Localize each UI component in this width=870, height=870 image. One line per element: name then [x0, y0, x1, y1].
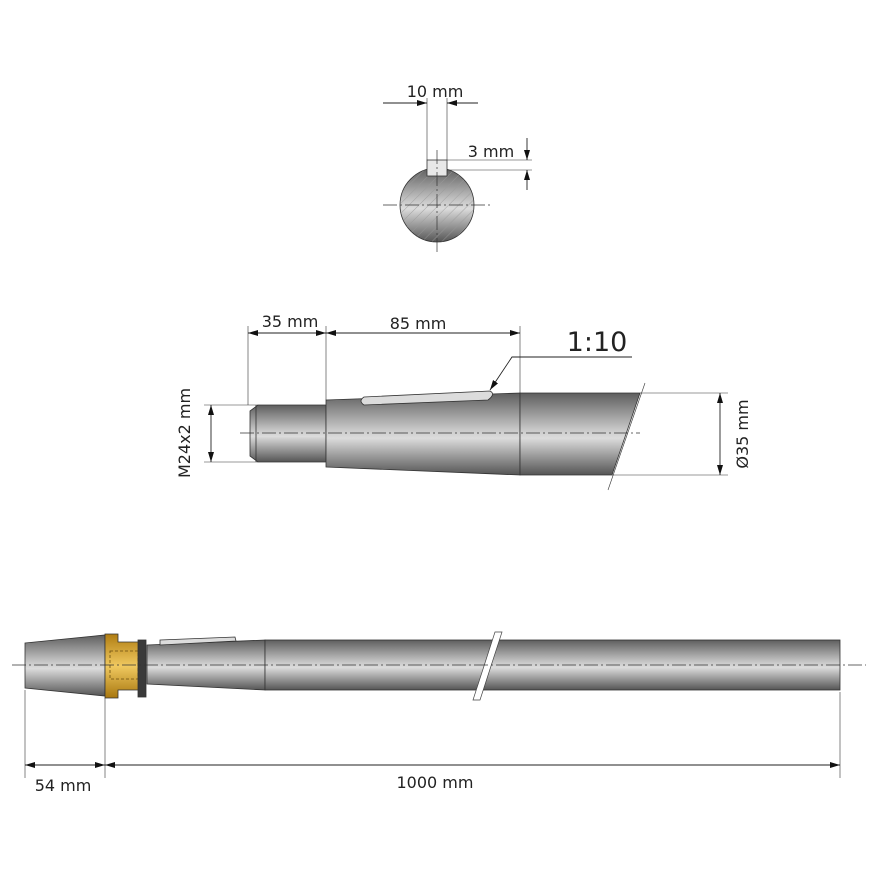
shaft-length-label: 1000 mm: [397, 773, 474, 792]
thread-length-label: 35 mm: [262, 312, 319, 331]
shaft-body: [519, 392, 641, 476]
taper-ratio-label: 1:10: [567, 327, 628, 358]
taper-length-label: 85 mm: [390, 314, 447, 333]
full-shaft-view: 54 mm 1000 mm: [12, 631, 866, 795]
washer: [137, 639, 147, 698]
taper: [325, 392, 521, 476]
cross-section-view: 10 mm 3 mm: [383, 82, 532, 252]
break-mark: [472, 631, 503, 701]
key-depth-label: 3 mm: [468, 142, 514, 161]
nut-length-label: 54 mm: [35, 776, 92, 795]
propeller-cone: [24, 634, 106, 697]
thread: [249, 404, 327, 463]
thread-spec-label: M24x2 mm: [175, 388, 194, 478]
key: [360, 390, 493, 406]
shaft-end-view: 35 mm 85 mm 1:10 M24x2 mm Ø35 mm: [175, 312, 752, 491]
key-width-label: 10 mm: [407, 82, 464, 101]
diameter-label: Ø35 mm: [733, 399, 752, 468]
full-key: [159, 636, 237, 646]
